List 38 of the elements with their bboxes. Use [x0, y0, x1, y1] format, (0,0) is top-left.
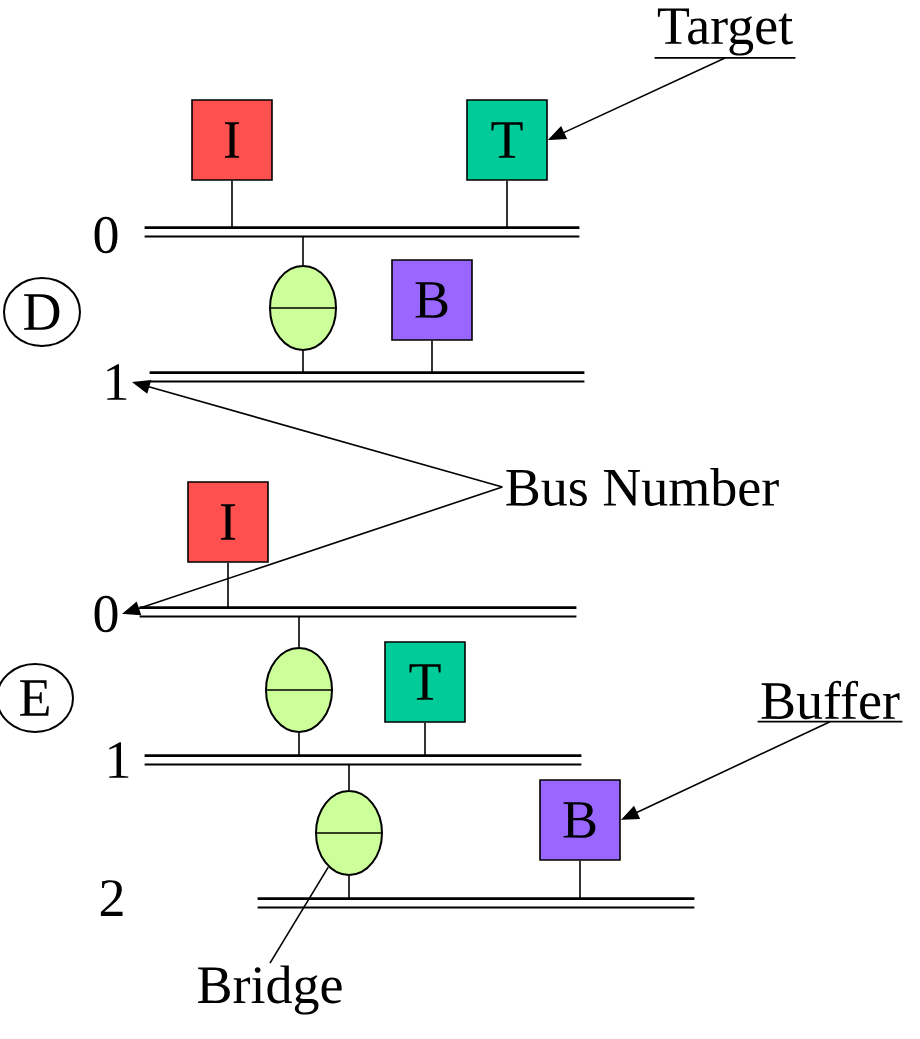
device-box: I — [187, 481, 269, 563]
bus-line — [148, 371, 586, 383]
callout-label: Bus Number — [506, 468, 779, 506]
circled-letter: D — [3, 277, 81, 347]
connector-line — [506, 180, 508, 229]
circled-letter: E — [0, 663, 74, 733]
device-box: I — [191, 99, 273, 181]
connector-line — [579, 860, 581, 900]
connector-line — [348, 875, 350, 900]
bridge-symbol — [314, 790, 384, 876]
connector-line — [231, 180, 233, 229]
connector-line — [302, 235, 304, 266]
connector-line — [227, 562, 229, 609]
bus-number: 1 — [107, 364, 127, 400]
connector-line — [298, 732, 300, 757]
bus-number: 0 — [94, 595, 118, 633]
bus-number: 1 — [109, 742, 129, 778]
connector-line — [431, 340, 433, 374]
bus-line — [143, 754, 583, 766]
bus-line — [256, 897, 696, 909]
device-box: B — [391, 259, 473, 341]
device-box: T — [384, 641, 466, 723]
device-box: B — [539, 779, 621, 861]
connector-line — [348, 763, 350, 791]
bridge-symbol — [268, 265, 338, 351]
bus-line — [143, 226, 581, 238]
connector-line — [424, 722, 426, 757]
callout-label: Buffer — [756, 680, 904, 723]
bus-number: 2 — [100, 880, 123, 916]
device-box: T — [466, 99, 548, 181]
connector-line — [302, 350, 304, 374]
callout-label: Bridge — [198, 965, 342, 1015]
callout-label: Target — [653, 8, 797, 59]
bus-line — [138, 606, 578, 618]
connector-line — [298, 615, 300, 648]
bus-number: 0 — [94, 216, 118, 254]
leader-line — [269, 866, 330, 964]
bridge-symbol — [264, 647, 334, 733]
